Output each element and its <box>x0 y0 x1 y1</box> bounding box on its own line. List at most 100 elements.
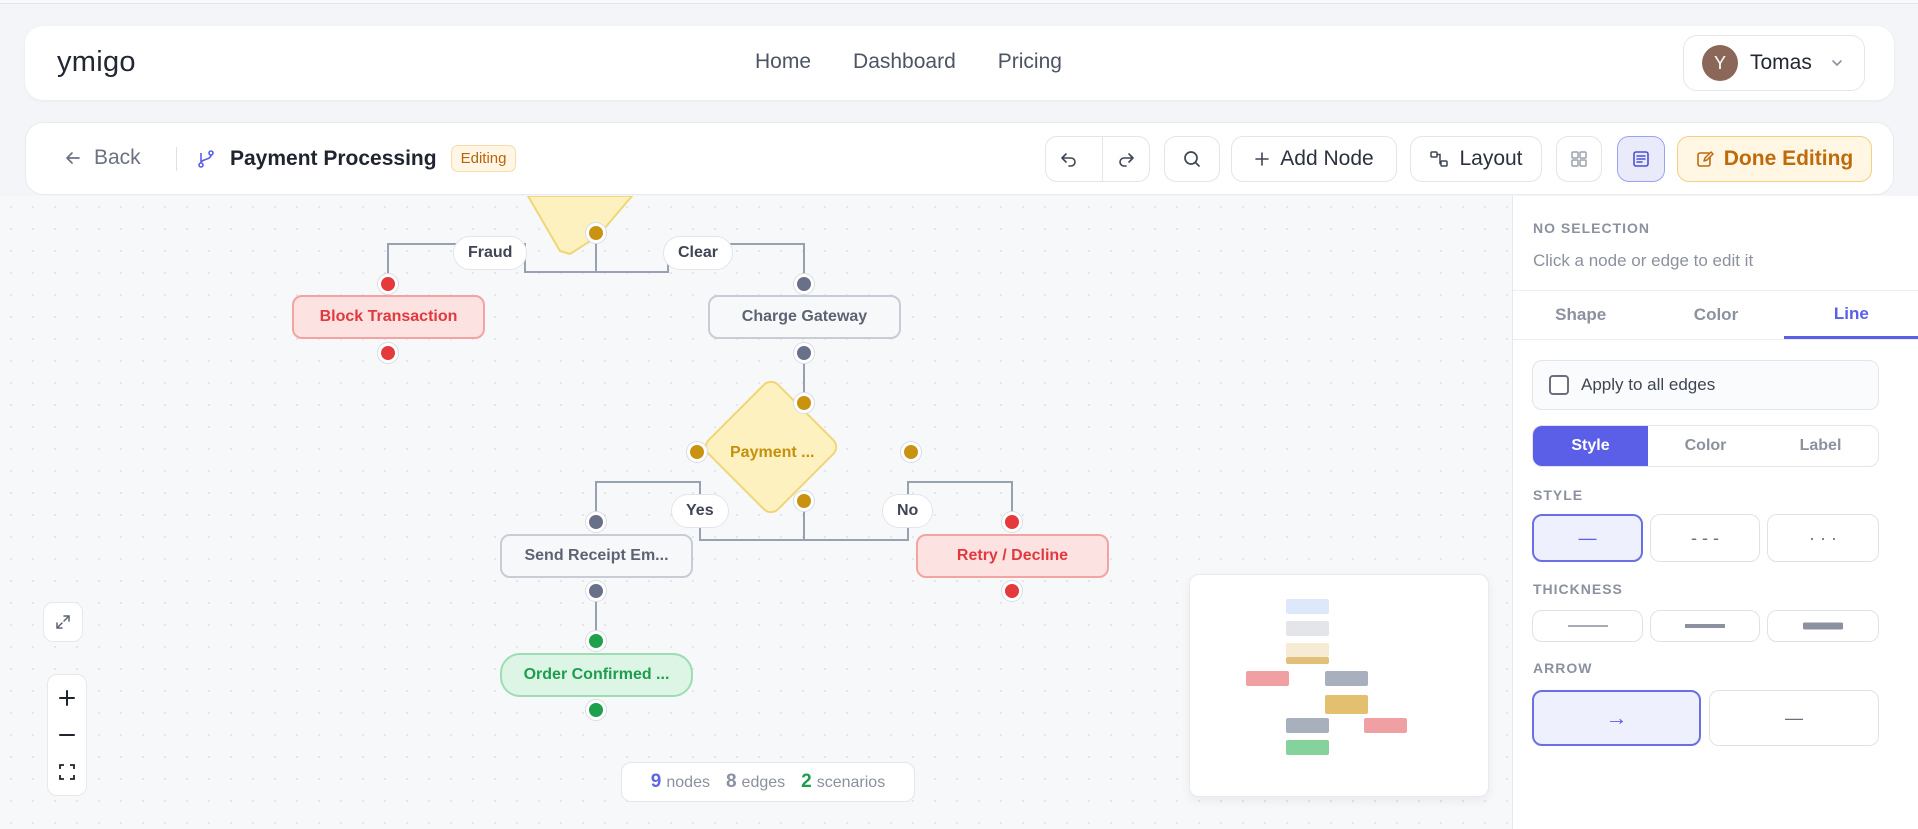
subtab-label[interactable]: Label <box>1799 437 1842 454</box>
flow-name: Payment Processing <box>230 146 437 170</box>
selection-hint: Click a node or edge to edit it <box>1533 251 1754 270</box>
minimap-node <box>1286 643 1329 657</box>
style-dashed-option[interactable]: - - - <box>1650 514 1760 562</box>
search-icon <box>1184 151 1200 167</box>
port-block-out[interactable] <box>378 343 398 363</box>
port-payment-top[interactable] <box>794 393 814 413</box>
minimap-node <box>1364 718 1407 733</box>
edge-label-fraud[interactable]: Fraud <box>453 236 528 270</box>
selection-title: NO SELECTION <box>1533 220 1651 236</box>
apply-all-edges-checkbox[interactable]: Apply to all edges <box>1532 360 1879 410</box>
thickness-heading: THICKNESS <box>1533 581 1623 597</box>
redo-icon <box>1119 153 1135 167</box>
minimap-node <box>1286 621 1329 636</box>
tab-line[interactable]: Line <box>1783 291 1918 339</box>
edge-label-no[interactable]: No <box>882 494 934 528</box>
panel-toggle-button[interactable] <box>1617 136 1665 182</box>
back-label: Back <box>94 146 141 169</box>
stat-scenarios-label: scenarios <box>816 774 886 791</box>
grid-toggle-button[interactable] <box>1556 136 1602 182</box>
port-receipt-in[interactable] <box>586 512 606 532</box>
line-thin-icon <box>1567 625 1608 627</box>
port-payment-left[interactable] <box>687 442 707 462</box>
node-send-receipt[interactable]: Send Receipt Em... <box>500 534 693 578</box>
style-heading: STYLE <box>1533 487 1584 503</box>
edge-label-clear[interactable]: Clear <box>663 236 734 270</box>
toolbar-divider <box>176 147 177 171</box>
port-top-decision-out[interactable] <box>586 223 606 243</box>
user-menu-button[interactable]: Y Tomas <box>1683 35 1865 91</box>
panel-icon <box>1633 151 1649 167</box>
top-navbar: ymigo Home Dashboard Pricing Y Tomas <box>25 26 1894 100</box>
undo-button[interactable] <box>1046 137 1092 181</box>
expand-icon <box>56 615 70 629</box>
zoom-out-button[interactable] <box>52 720 82 750</box>
arrow-off-option[interactable]: — <box>1709 690 1879 746</box>
redo-button[interactable] <box>1102 137 1149 181</box>
thickness-thick-option[interactable] <box>1767 610 1879 642</box>
search-button[interactable] <box>1164 136 1220 182</box>
arrow-on-option[interactable]: → <box>1532 690 1701 746</box>
back-button[interactable]: Back <box>64 146 141 170</box>
zoom-in-icon <box>59 689 75 706</box>
node-charge-gateway[interactable]: Charge Gateway <box>708 295 901 339</box>
branch-icon <box>198 149 214 168</box>
main-nav: Home Dashboard Pricing <box>755 50 1062 74</box>
thickness-medium-option[interactable] <box>1650 610 1760 642</box>
style-solid-option[interactable]: — <box>1532 514 1643 562</box>
avatar: Y <box>1702 45 1738 81</box>
port-retry-in[interactable] <box>1002 512 1022 532</box>
zoom-in-button[interactable] <box>52 683 82 713</box>
nav-link-dashboard[interactable]: Dashboard <box>853 50 956 73</box>
tab-shape[interactable]: Shape <box>1555 305 1607 324</box>
decision-node-top[interactable] <box>526 196 634 256</box>
port-payment-right[interactable] <box>901 442 921 462</box>
done-editing-button[interactable]: Done Editing <box>1677 136 1872 182</box>
port-block-in[interactable] <box>378 274 398 294</box>
subtab-color[interactable]: Color <box>1684 437 1727 454</box>
fit-view-button[interactable] <box>52 757 82 787</box>
port-retry-out[interactable] <box>1002 581 1022 601</box>
chevron-down-icon <box>1832 60 1842 67</box>
port-confirmed-in[interactable] <box>586 631 606 651</box>
subtab-style[interactable]: Style <box>1533 426 1648 466</box>
minimap-node <box>1286 740 1329 755</box>
tab-color[interactable]: Color <box>1693 305 1739 324</box>
layout-button[interactable]: Layout <box>1410 136 1542 182</box>
plus-icon <box>1255 152 1270 166</box>
port-payment-bottom[interactable] <box>794 491 814 511</box>
minimap-node <box>1286 657 1329 664</box>
port-charge-out[interactable] <box>794 343 814 363</box>
port-confirmed-out[interactable] <box>586 700 606 720</box>
node-block-transaction[interactable]: Block Transaction <box>292 295 485 339</box>
undo-redo-group <box>1045 136 1150 182</box>
nav-link-pricing[interactable]: Pricing <box>997 50 1062 73</box>
thickness-thin-option[interactable] <box>1532 610 1643 642</box>
minimap-node <box>1246 671 1289 686</box>
panel-tabs: Shape Color Line <box>1513 290 1918 340</box>
minimap-node <box>1325 695 1368 714</box>
node-order-confirmed[interactable]: Order Confirmed ... <box>500 653 693 697</box>
arrow-left-icon <box>66 152 80 164</box>
layout-label: Layout <box>1459 147 1523 170</box>
done-editing-label: Done Editing <box>1723 147 1854 170</box>
style-dotted-option[interactable]: · · · <box>1767 514 1879 562</box>
nav-link-home[interactable]: Home <box>755 50 812 73</box>
node-payment-label[interactable]: Payment ... <box>730 444 815 461</box>
arrow-heading: ARROW <box>1533 660 1593 676</box>
port-charge-in[interactable] <box>794 274 814 294</box>
brand-logo[interactable]: ymigo <box>57 46 136 78</box>
add-node-button[interactable]: Add Node <box>1231 136 1397 182</box>
stat-edges-label: edges <box>741 774 786 791</box>
checkbox[interactable] <box>1549 375 1569 395</box>
fullscreen-button[interactable] <box>43 602 83 642</box>
edge-label-yes[interactable]: Yes <box>671 494 729 528</box>
minimap[interactable] <box>1189 574 1489 797</box>
line-thick-icon <box>1803 622 1843 630</box>
flow-canvas[interactable]: Fraud Clear Yes No Block Transaction Cha… <box>0 196 1512 829</box>
stat-scenarios-count: 2 <box>801 771 812 792</box>
zoom-controls <box>47 674 87 796</box>
port-receipt-out[interactable] <box>586 581 606 601</box>
node-retry-decline[interactable]: Retry / Decline <box>916 534 1109 578</box>
